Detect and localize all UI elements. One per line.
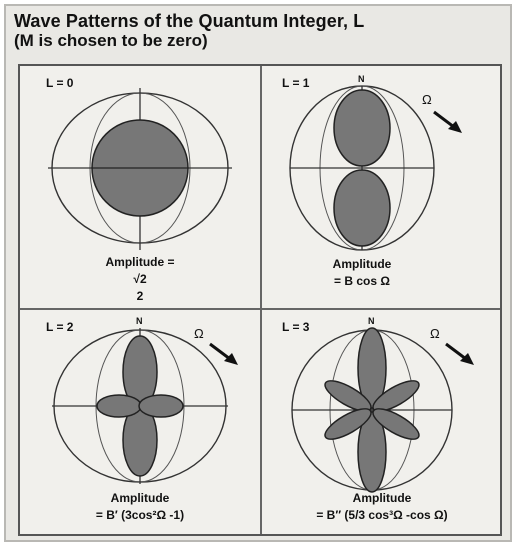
- omega-label: Ω: [194, 326, 204, 341]
- formula-line-1: Amplitude: [332, 257, 392, 271]
- figure-frame: Wave Patterns of the Quantum Integer, L …: [4, 4, 512, 542]
- formula-line-2: = B″ (5/3 cos³Ω -cos Ω): [316, 508, 448, 522]
- right-equatorial-lobe: [138, 394, 184, 418]
- panel-l0: L = 0 Amplitude = √2 2: [20, 66, 260, 308]
- formula-line-1: Amplitude: [110, 491, 170, 505]
- formula-line-1: Amplitude =: [105, 255, 175, 269]
- formula-line-1: Amplitude: [352, 491, 412, 505]
- panel-label: L = 2: [46, 320, 74, 334]
- left-equatorial-lobe: [96, 394, 142, 418]
- panel-divider-horizontal: [20, 308, 500, 310]
- north-pole-label: N: [136, 316, 143, 326]
- figure-title: Wave Patterns of the Quantum Integer, L …: [14, 11, 504, 51]
- lower-right-lobe: [372, 408, 420, 440]
- panel-divider-vertical: [260, 66, 262, 534]
- amplitude-formula: Amplitude = B″ (5/3 cos³Ω -cos Ω): [262, 490, 502, 524]
- upper-right-lobe: [372, 380, 420, 412]
- north-pole-label: N: [358, 74, 365, 84]
- rotation-arrowhead: [460, 353, 474, 365]
- lower-lobe: [357, 411, 387, 493]
- lower-left-lobe: [324, 408, 372, 440]
- title-line-2: (M is chosen to be zero): [14, 31, 208, 50]
- lower-lobe: [333, 169, 391, 247]
- upper-left-lobe: [324, 380, 372, 412]
- amplitude-formula: Amplitude = √2 2: [20, 254, 260, 305]
- north-pole-label: N: [368, 316, 375, 326]
- formula-line-2: = B′ (3cos²Ω -1): [95, 508, 185, 522]
- formula-line-2: = B cos Ω: [334, 274, 390, 288]
- omega-label: Ω: [430, 326, 440, 341]
- amplitude-formula: Amplitude = B cos Ω: [242, 256, 482, 290]
- panel-l2: L = 2 N Ω Amplitude = B′ (3cos²Ω -1): [20, 310, 260, 552]
- formula-line-2: √2: [133, 272, 147, 286]
- title-line-1: Wave Patterns of the Quantum Integer, L: [14, 11, 365, 31]
- omega-label: Ω: [422, 92, 432, 107]
- panel-l1: L = 1 N Ω Amplitude = B cos Ω: [262, 66, 502, 308]
- rotation-arrowhead: [224, 353, 238, 365]
- sphere-diagram-l3: [291, 327, 474, 493]
- panel-label: L = 3: [282, 320, 310, 334]
- formula-line-3: 2: [136, 289, 144, 303]
- panel-l3: L = 3 N Ω Amplitude = B″ (5/3 cos³Ω -cos…: [262, 310, 502, 552]
- sphere-diagram-l0: [48, 88, 232, 250]
- panel-label: L = 0: [46, 76, 74, 90]
- upper-lobe: [333, 89, 391, 167]
- panel-grid: L = 0 Amplitude = √2 2 L = 1 N Ω: [18, 64, 502, 536]
- rotation-arrowhead: [448, 121, 462, 133]
- panel-label: L = 1: [282, 76, 310, 90]
- upper-lobe: [357, 327, 387, 409]
- amplitude-formula: Amplitude = B′ (3cos²Ω -1): [20, 490, 260, 524]
- sphere-diagram-l2: [52, 328, 238, 484]
- sphere-diagram-l1: [289, 85, 462, 251]
